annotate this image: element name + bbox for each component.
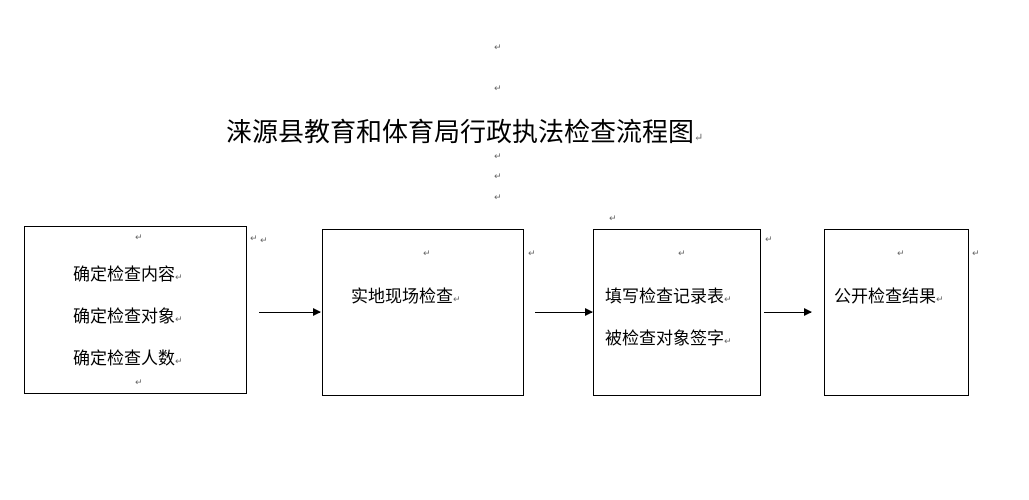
title-text: 涞源县教育和体育局行政执法检查流程图	[226, 118, 695, 148]
paragraph-mark: ↵	[494, 43, 502, 53]
step-box-inspect: ↵ 实地现场检查↵	[322, 229, 524, 396]
paragraph-mark: ↵	[724, 295, 732, 305]
flow-arrow	[535, 308, 593, 316]
step-text: 被检查对象签字	[605, 329, 724, 349]
step-text: 实地现场检查	[351, 287, 453, 307]
step-box-record: ↵ 填写检查记录表↵ 被检查对象签字↵	[593, 229, 761, 396]
step-text: 确定检查人数	[73, 349, 175, 369]
page-title: 涞源县教育和体育局行政执法检查流程图↵	[226, 112, 703, 149]
paragraph-mark: ↵	[453, 295, 461, 305]
paragraph-mark: ↵	[494, 84, 502, 94]
paragraph-mark: ↵	[494, 152, 502, 162]
paragraph-mark: ↵	[494, 193, 502, 203]
paragraph-mark: ↵	[765, 235, 773, 245]
paragraph-mark: ↵	[175, 273, 183, 283]
paragraph-mark: ↵	[175, 357, 183, 367]
paragraph-mark: ↵	[972, 249, 980, 259]
step-line: 填写检查记录表↵	[605, 282, 732, 307]
step-line: 被检查对象签字↵	[605, 324, 732, 349]
paragraph-mark: ↵	[724, 337, 732, 347]
flow-arrow	[259, 308, 321, 316]
paragraph-mark: ↵	[694, 131, 704, 144]
step-text: 公开检查结果	[834, 287, 936, 307]
step-text: 确定检查内容	[73, 265, 175, 285]
step-line: 公开检查结果↵	[834, 282, 944, 307]
step-line: 确定检查人数↵	[73, 344, 183, 369]
step-text: 确定检查对象	[73, 307, 175, 327]
paragraph-mark: ↵	[135, 378, 143, 388]
paragraph-mark: ↵	[250, 234, 258, 244]
paragraph-mark: ↵	[260, 236, 268, 246]
step-box-plan: ↵ 确定检查内容↵ 确定检查对象↵ 确定检查人数↵ ↵	[24, 226, 247, 394]
step-line: 实地现场检查↵	[351, 282, 461, 307]
step-line: 确定检查对象↵	[73, 302, 183, 327]
step-line: 确定检查内容↵	[73, 260, 183, 285]
paragraph-mark: ↵	[528, 249, 536, 259]
paragraph-mark: ↵	[936, 295, 944, 305]
paragraph-mark: ↵	[678, 249, 686, 259]
paragraph-mark: ↵	[609, 214, 617, 224]
step-text: 填写检查记录表	[605, 287, 724, 307]
paragraph-mark: ↵	[423, 249, 431, 259]
flow-arrow	[764, 308, 812, 316]
paragraph-mark: ↵	[135, 233, 143, 243]
paragraph-mark: ↵	[897, 249, 905, 259]
paragraph-mark: ↵	[175, 315, 183, 325]
step-box-publish: ↵ 公开检查结果↵	[824, 229, 969, 396]
paragraph-mark: ↵	[494, 172, 502, 182]
